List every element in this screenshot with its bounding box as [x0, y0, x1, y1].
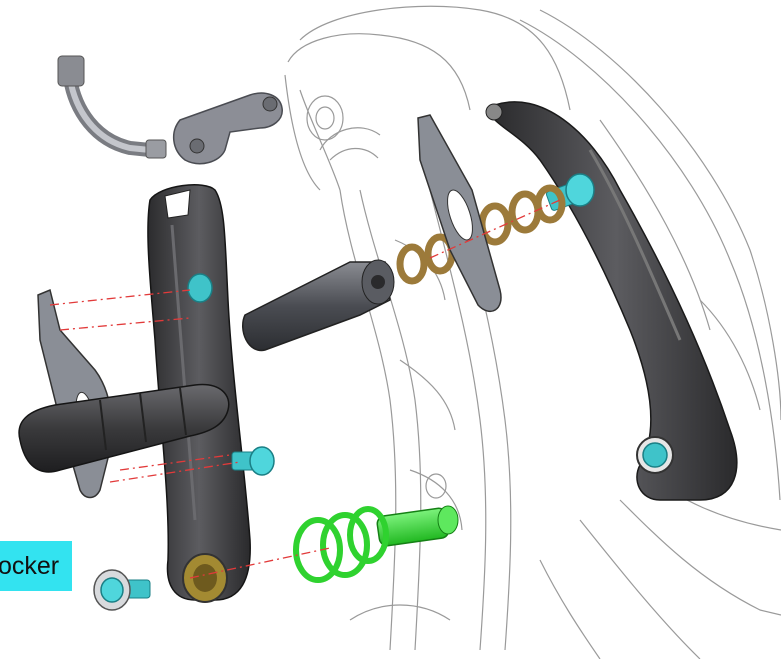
callout-label: ocker	[0, 541, 72, 591]
spring-plate-right	[417, 114, 502, 312]
cable-noodle-icon	[57, 55, 167, 159]
leader-lines	[49, 199, 561, 579]
right-brake-arm	[485, 101, 738, 501]
coil-spring-icon	[293, 505, 459, 583]
callout-text: ocker	[0, 551, 60, 580]
brake-pad-icon	[18, 383, 230, 473]
brake-pad-rod	[242, 259, 395, 352]
cable-clamp-icon	[173, 92, 283, 165]
hex-bolt-icon	[93, 273, 275, 611]
